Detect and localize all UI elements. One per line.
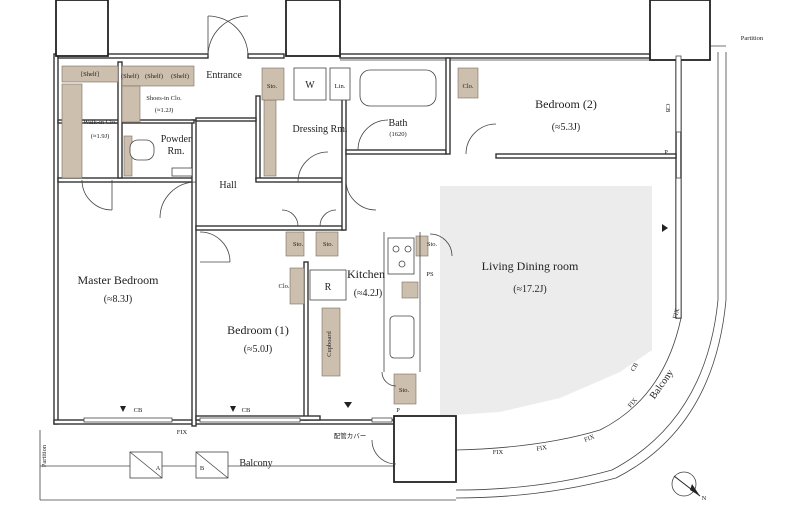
master-bedroom-size: (≈8.3J): [104, 294, 133, 305]
shoes-name: Shoes-in Clo.: [146, 95, 182, 102]
bath-name: Bath: [389, 118, 408, 129]
sto-label-1: Sto.: [293, 241, 304, 248]
ps-label: PS: [426, 271, 434, 278]
kitchen-sink: [389, 315, 415, 359]
shoes-shelf-side: [121, 85, 141, 123]
toilet: [129, 139, 155, 161]
bedroom1-name: Bedroom (1): [227, 323, 289, 337]
pipe-cover-label: 配管カバー: [334, 431, 367, 440]
partition-label-top: Partition: [741, 35, 764, 42]
walkin-name: Walk-in Clo.: [83, 119, 117, 126]
hall-name: Hall: [219, 180, 236, 191]
outer-walls: [53, 53, 682, 427]
fix-label-2: FIX: [536, 444, 548, 453]
sto-label-entrance: Sto.: [267, 83, 278, 90]
balcony-label-bottom: Balcony: [239, 458, 272, 469]
bedroom2-name: Bedroom (2): [535, 97, 597, 111]
cb-label-left: CB: [134, 407, 143, 414]
basin: [171, 167, 193, 177]
powder-name: Powder: [161, 134, 192, 145]
cb-label-bed2: CB: [664, 104, 671, 113]
entrance-name: Entrance: [206, 70, 242, 81]
p-label-bed2: P: [664, 149, 668, 156]
cb-label-living: CB: [630, 361, 641, 373]
master-bedroom-name: Master Bedroom: [78, 273, 160, 287]
walkin-shelf-side: [61, 83, 83, 179]
linen-label: Lin.: [335, 83, 346, 90]
shelf-label-3: (Shelf): [171, 73, 189, 80]
pillar-bottom: [393, 415, 457, 483]
sto-label-bottom: Sto.: [399, 387, 410, 394]
bath-size: (1620): [389, 131, 406, 138]
doors: [81, 15, 497, 465]
pillar-right: [649, 0, 711, 61]
north-label: N: [702, 495, 707, 502]
kitchen-name: Kitchen: [347, 267, 385, 281]
fix-label-4: FIX: [627, 397, 639, 410]
shoes-size: (≈1.2J): [155, 107, 174, 114]
p-label-bottom: P: [396, 407, 400, 414]
shoes-shelf-top: [121, 65, 195, 87]
pillar-top-mid: [285, 0, 341, 57]
living-name: Living Dining room: [482, 259, 579, 273]
partition-label-left: Partition: [41, 444, 48, 467]
bedroom1-size: (≈5.0J): [244, 344, 273, 355]
fix-label-3: FIX: [583, 433, 596, 444]
powder-name2: Rm.: [168, 146, 185, 157]
shelf-label-1: (Shelf): [121, 73, 139, 80]
fix-label-1: FIX: [493, 449, 504, 456]
living-size: (≈17.2J): [513, 284, 547, 295]
walkin-size: (≈1.9J): [91, 133, 110, 140]
sto-label-2: Sto.: [323, 241, 334, 248]
kitchen-size: (≈4.2J): [354, 288, 383, 299]
clo-label-bed2: Clo.: [462, 83, 473, 90]
linen-box: [329, 67, 351, 101]
cb-label-mid: CB: [242, 407, 251, 414]
cupboard-label: Cupboard: [326, 330, 333, 356]
stove: [387, 237, 415, 275]
arrow-cb-left: [120, 406, 126, 412]
fridge-label: R: [325, 282, 332, 293]
bathtub: [359, 69, 437, 107]
north-arrow-icon: [671, 471, 701, 497]
bedroom2-size: (≈5.3J): [552, 122, 581, 133]
rack-b-label: B: [200, 465, 205, 472]
washer: [293, 67, 327, 101]
fix-label-5: FIX: [672, 307, 682, 319]
walkin-shelf-top: [61, 65, 119, 83]
fix-label-bottom: FIX: [177, 429, 188, 436]
shelf-label-2: (Shelf): [145, 73, 163, 80]
dressing-name: Dressing Rm.: [293, 124, 348, 135]
washer-label: W: [305, 80, 315, 91]
clo-label-bed1: Clo.: [278, 283, 289, 290]
rack-a-label: A: [156, 465, 161, 472]
arrow-right: [662, 224, 668, 232]
pillar-left: [55, 0, 109, 57]
sto-label-kitchen: Sto.: [427, 241, 438, 248]
shelf-label: [Shelf]: [81, 71, 99, 78]
arrow-cb-mid: [230, 406, 236, 412]
arrow-kitchen: [344, 402, 352, 408]
living-dining-floor: [440, 186, 652, 416]
balcony-label-curve: Balcony: [648, 368, 676, 402]
fridge: [309, 269, 347, 301]
